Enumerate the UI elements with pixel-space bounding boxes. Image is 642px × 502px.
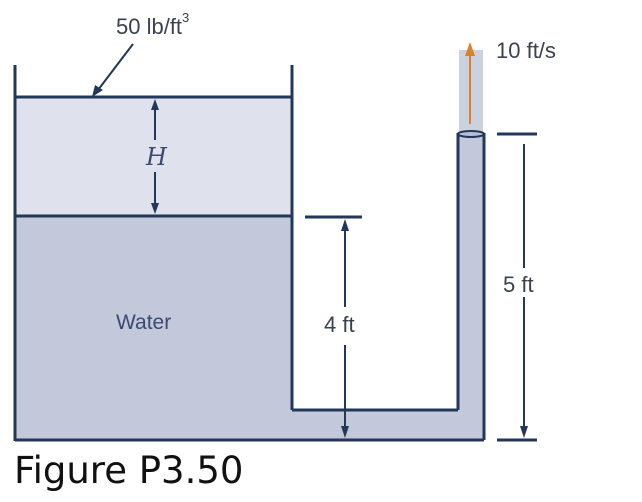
- pipe-height-label: 5 ft: [503, 272, 534, 297]
- water-height-dimension: [305, 215, 362, 438]
- vertical-pipe-water: [458, 133, 484, 413]
- pipe-exit: [457, 130, 485, 138]
- tank-outline: [13, 65, 486, 442]
- pipe-height-dimension: [497, 132, 537, 442]
- oil-height-label: H: [146, 143, 167, 171]
- water-height-label: 4 ft: [324, 312, 355, 337]
- oil-layer: [15, 97, 292, 216]
- leader-arrow: [92, 43, 134, 97]
- water-layer: [15, 216, 292, 440]
- velocity-arrow: [465, 42, 475, 124]
- water-label: Water: [116, 311, 172, 334]
- figure-caption: Figure P3.50: [14, 449, 244, 492]
- connecting-pipe-water: [292, 410, 484, 440]
- oil-height-dimension: [151, 99, 159, 214]
- specific-weight-label: 50 lb/ft3: [116, 10, 190, 39]
- velocity-label: 10 ft/s: [496, 38, 556, 63]
